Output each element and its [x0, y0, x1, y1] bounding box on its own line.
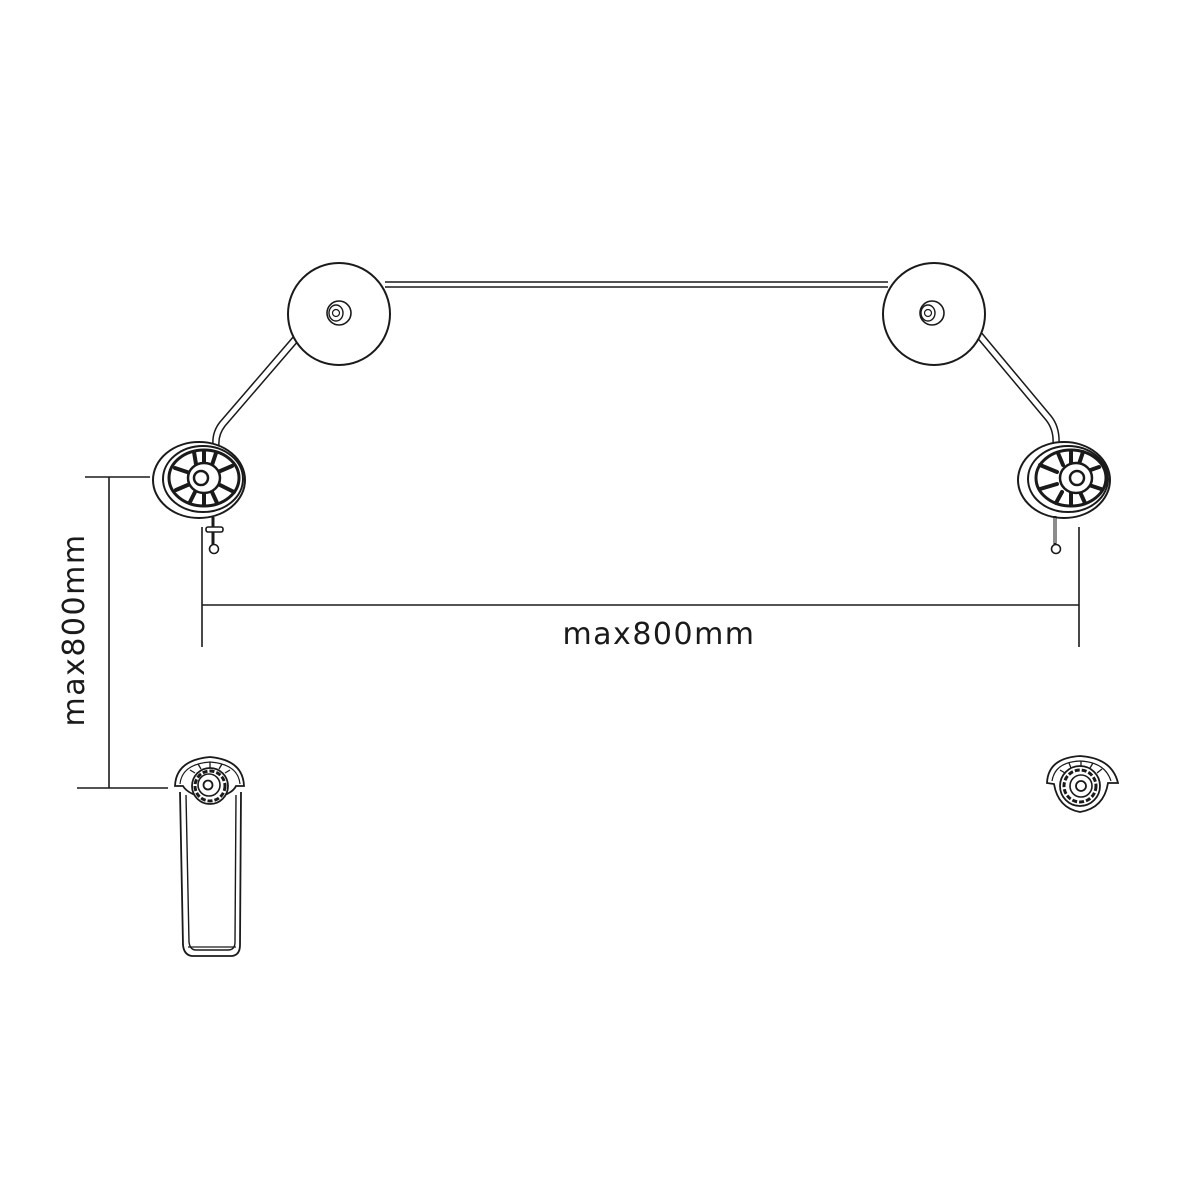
horizontal-dimension: max800mm — [201, 527, 1080, 652]
wheel-bracket-left — [152, 441, 246, 555]
top-disc-right — [882, 262, 986, 366]
top-connecting-wire — [385, 281, 888, 288]
lower-bracket-left — [174, 756, 245, 957]
vertical-dimension-label: max800mm — [57, 533, 92, 726]
right-arm-wire — [974, 330, 1060, 446]
horizontal-dimension-label: max800mm — [562, 617, 755, 652]
top-disc-left — [287, 262, 391, 366]
wheel-bracket-right — [1017, 441, 1111, 555]
vertical-dimension: max800mm — [57, 476, 168, 789]
lower-bracket-right — [1046, 755, 1120, 813]
left-arm-wire — [212, 335, 300, 447]
